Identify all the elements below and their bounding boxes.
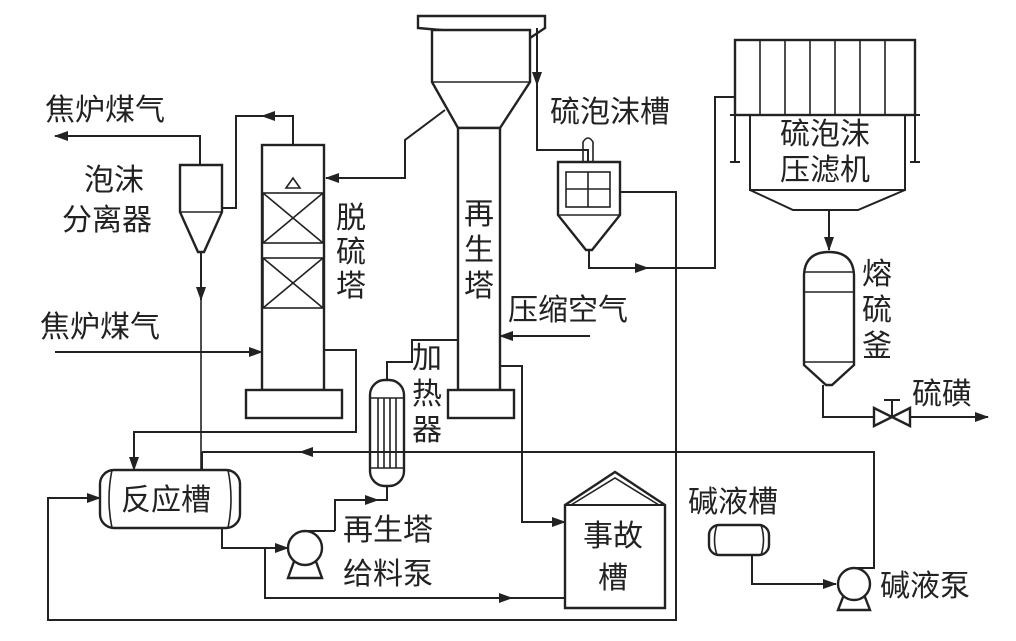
flow-separator-to-gas-out — [54, 131, 201, 165]
label-sulfur-product: 硫磺 — [912, 377, 972, 412]
label-desulfur-tower-3: 塔 — [336, 269, 366, 304]
label-filter-press-1: 硫泡沫 — [780, 117, 870, 152]
label-melting-kettle-2: 硫 — [862, 293, 892, 328]
flow-desulfur-to-reaction — [129, 349, 357, 471]
accident-tank — [563, 470, 667, 610]
flow-overflow-to-foam-tank — [536, 85, 589, 162]
flow-foam-tank-return — [47, 191, 677, 621]
regen-feed-pump — [286, 529, 335, 580]
label-desulfur-tower-2: 硫 — [336, 235, 366, 270]
label-foam-separator-line1: 泡沫 — [84, 163, 144, 198]
label-alkali-tank: 碱液槽 — [688, 485, 778, 520]
sulfur-melting-kettle — [802, 250, 856, 387]
flow-alkali-return-to-reaction — [299, 447, 875, 568]
label-accident-tank-2: 槽 — [598, 561, 628, 596]
label-alkali-pump: 碱液泵 — [880, 569, 970, 604]
label-regen-feed-pump-2: 给料泵 — [343, 557, 433, 592]
label-desulfur-tower-1: 脱 — [336, 201, 366, 236]
label-coke-gas-in: 焦炉煤气 — [40, 310, 160, 345]
label-reaction-tank: 反应槽 — [121, 483, 211, 518]
sulfur-foam-tank — [556, 137, 622, 252]
flow-pump-to-accident-tank — [264, 548, 513, 603]
valve-icon — [872, 399, 912, 428]
flow-alkali-tank-to-pump — [751, 555, 837, 589]
label-sulfur-foam-tank: 硫泡沫槽 — [550, 95, 670, 130]
label-heater-1: 加 — [412, 341, 442, 376]
label-regen-tower-1: 再 — [464, 197, 494, 232]
label-regen-tower-2: 生 — [464, 233, 494, 268]
foam-separator — [178, 163, 224, 254]
label-accident-tank-1: 事故 — [583, 519, 643, 554]
regeneration-tower — [416, 14, 547, 420]
label-compressed-air: 压缩空气 — [508, 293, 628, 328]
label-regen-tower-3: 塔 — [464, 269, 494, 304]
flow-reaction-to-pump — [221, 528, 289, 553]
label-heater-2: 热 — [412, 377, 442, 412]
alkali-pump — [836, 566, 875, 612]
flow-regen-to-desulfur — [325, 109, 446, 183]
desulfurization-tower — [244, 143, 344, 420]
label-melting-kettle-1: 熔 — [862, 257, 892, 292]
label-foam-separator-line2: 分离器 — [62, 203, 152, 238]
flow-heater-to-regen — [386, 339, 458, 380]
flow-foam-tank-to-filter — [588, 250, 649, 273]
label-coke-gas-out: 焦炉煤气 — [45, 93, 165, 128]
label-filter-press-2: 压滤机 — [780, 153, 870, 188]
flow-to-filter-press — [648, 96, 735, 269]
heater — [368, 378, 406, 488]
alkali-tank — [707, 523, 771, 557]
label-regen-feed-pump-1: 再生塔 — [343, 513, 433, 548]
label-melting-kettle-3: 釜 — [862, 329, 892, 364]
flow-kettle-to-valve — [822, 385, 874, 418]
label-heater-3: 器 — [412, 413, 442, 448]
sulfur-foam-filter-press — [730, 38, 920, 211]
flow-regen-to-accident-tank — [500, 365, 566, 527]
flow-tower-top-to-separator — [222, 115, 294, 209]
